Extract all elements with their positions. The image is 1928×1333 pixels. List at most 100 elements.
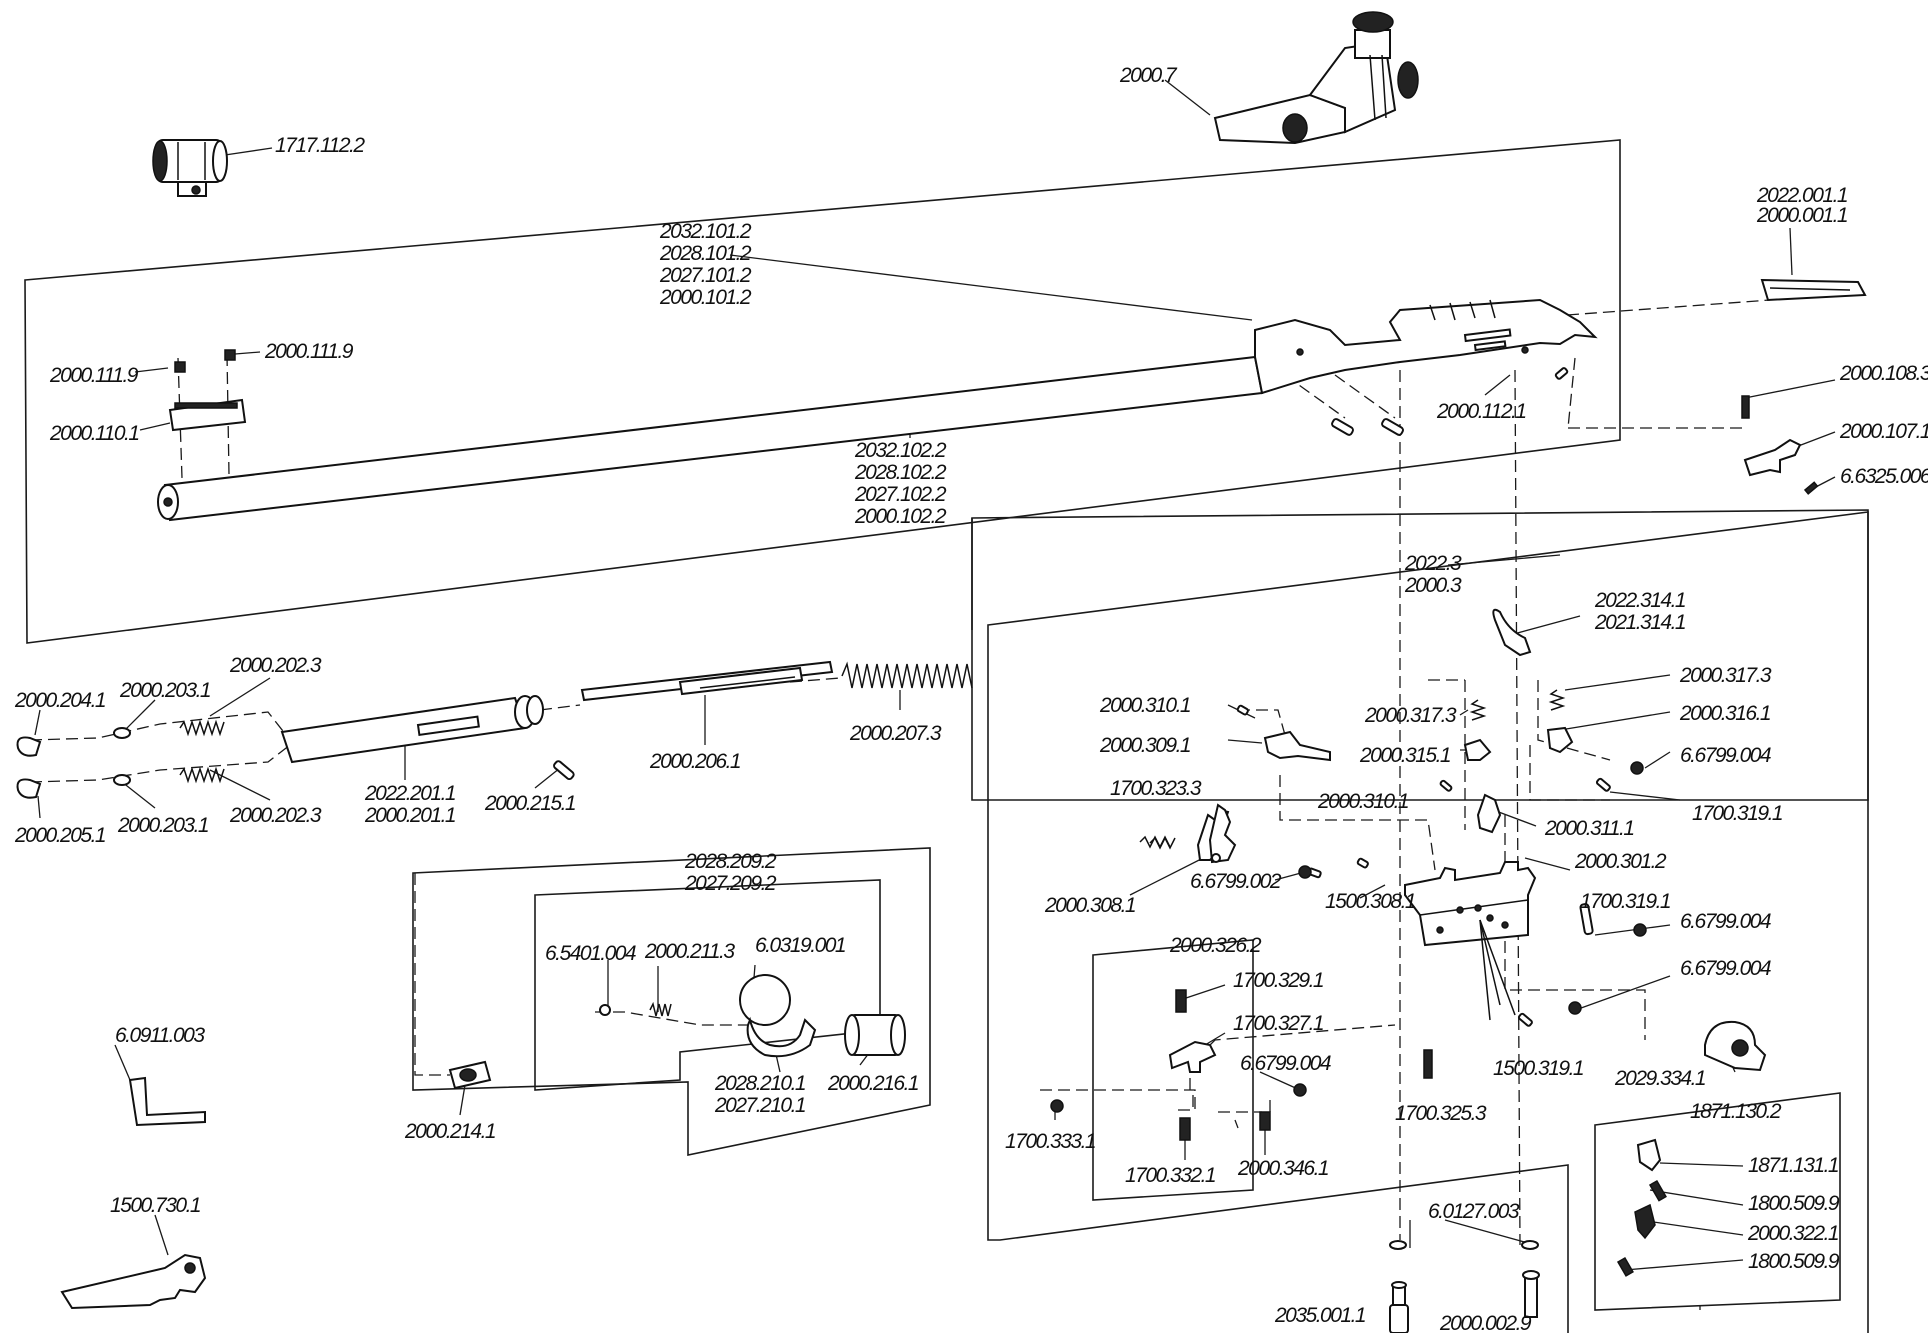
barrel-part [157,355,1264,522]
leader-lines [34,79,1836,1310]
label-spring-1: 2000.202.3 [229,654,322,677]
label-sear: 2000.309.1 [1099,734,1190,757]
safety-group-box [1594,1092,1841,1311]
label-screw-346: 2000.346.1 [1237,1157,1328,1180]
stock-screws [1389,1240,1540,1333]
label-part-322: 2000.322.1 [1747,1222,1838,1245]
label-part-316: 2000.316.1 [1679,702,1770,725]
part-labels: 2000.7 1717.112.2 2022.001.1 2000.001.1 … [14,64,1928,1333]
label-cylinder-b: 2000.201.1 [364,804,455,827]
label-hammer: 2000.308.1 [1044,894,1135,917]
label-spring-317-b: 2000.317.3 [1679,664,1772,687]
label-receiver-group-b: 2028.101.2 [659,242,752,265]
hammer-part [1149,803,1237,864]
label-trigger-group-a: 2022.3 [1404,552,1462,575]
label-loading-tap: 2000.214.1 [404,1120,495,1143]
label-lever: 2000.107.1 [1839,420,1928,443]
label-allen-key: 6.0911.003 [115,1024,205,1047]
tool-part [60,1253,207,1310]
cylinder-part [280,695,575,781]
label-ball-333: 1700.333.1 [1005,1130,1095,1153]
label-part-327: 1700.327.1 [1233,1012,1323,1035]
trigger-group-box [987,511,1869,1333]
label-screw-509-a: 1800.509.9 [1748,1192,1840,1215]
label-pin-1500-308: 1500.308.1 [1325,890,1415,913]
label-seal: 6.0319.001 [755,934,845,957]
label-part-311: 2000.311.1 [1544,817,1634,840]
main-spring-part [841,661,973,689]
label-scope-mount-b: 2000.001.1 [1756,204,1847,227]
breech-outer-box [412,847,931,1156]
label-pin-1500-319: 1500.319.1 [1493,1057,1583,1080]
receiver-group-box [24,139,1621,644]
label-trigger-group-b: 2000.3 [1404,574,1462,597]
label-tool: 1500.730.1 [110,1194,200,1217]
assembly-lines [29,299,1771,1246]
label-receiver-group-a: 2032.101.2 [659,220,752,243]
label-breech-block-a: 2028.210.1 [714,1072,805,1095]
safety-group-parts [1616,1138,1667,1277]
safety-part [1704,1020,1767,1072]
label-spring-317-a: 2000.317.3 [1364,704,1457,727]
label-pin-receiver: 2000.112.1 [1436,400,1526,423]
label-trigger-blade-a: 2022.314.1 [1594,589,1685,612]
label-pin-319-a: 1700.319.1 [1692,802,1782,825]
label-scope-mount: 2022.001.1 [1756,184,1847,207]
rear-sight-part [1213,11,1419,145]
breech-parts [448,974,906,1090]
label-breech-group-b: 2027.209.2 [684,872,777,895]
label-washer-004-c: 6.6799.004 [1680,957,1771,980]
label-trigger-blade-b: 2021.314.1 [1594,611,1685,634]
scope-mount-part [1760,278,1867,302]
small-springs [179,719,225,784]
label-washer-004-d: 6.6799.004 [1240,1052,1331,1075]
label-screw-2: 2000.111.9 [264,340,354,363]
label-safety-group: 1871.130.2 [1690,1100,1782,1123]
front-sight-part [152,139,228,197]
label-washer-002: 6.6799.002 [1190,870,1282,893]
receiver-part [1254,298,1598,395]
label-barrel-b: 2028.102.2 [854,461,947,484]
label-breech-group-a: 2028.209.2 [684,850,777,873]
label-breech-spring: 2000.211.3 [644,940,735,963]
label-barrel-c: 2027.102.2 [854,483,947,506]
label-screw-509-b: 1800.509.9 [1748,1250,1840,1273]
label-safety: 2029.334.1 [1614,1067,1705,1090]
label-pin-310-b: 2000.310.1 [1317,790,1408,813]
label-washer-004-b: 6.6799.004 [1680,910,1771,933]
adjuster-group-box [1092,939,1254,1201]
label-barrel-d: 2000.102.2 [854,505,947,528]
label-receiver-group-c: 2027.101.2 [659,264,752,287]
label-piston-rod: 2000.206.1 [649,750,740,773]
trigger-blade-part [1492,608,1532,657]
label-pin-310-a: 2000.310.1 [1099,694,1190,717]
label-stock-screw-b: 2000.002.9 [1439,1312,1532,1333]
label-spring-323: 1700.323.3 [1110,777,1202,800]
label-pin-319-b: 1700.319.1 [1580,890,1670,913]
label-spring-2: 2000.202.3 [229,804,322,827]
trigger-housing-part [1404,861,1537,1021]
label-rear-sight: 2000.7 [1119,64,1178,87]
label-clamp: 2000.110.1 [49,422,139,445]
label-cylinder-a: 2022.201.1 [364,782,455,805]
label-pin-cylinder: 2000.215.1 [484,792,575,815]
label-barrel-a: 2032.102.2 [854,439,947,462]
clamp-part [168,349,247,432]
label-stock-screw: 2035.001.1 [1274,1304,1365,1327]
label-pin-lever: 6.6325.006 [1840,465,1928,488]
label-spring-325: 1700.325.3 [1395,1102,1487,1125]
label-adjuster-group: 2000.326.2 [1169,934,1262,957]
label-ball-1: 2000.203.1 [119,679,210,702]
receiver-pins [1331,367,1569,436]
label-main-spring: 2000.207.3 [849,722,942,745]
lever-part [1741,395,1819,495]
piston-rod-part [580,660,834,702]
label-spring-top: 2000.108.3 [1839,362,1928,385]
label-ball-2: 2000.203.1 [117,814,208,837]
label-washer-pair: 6.0127.003 [1428,1200,1520,1223]
label-housing: 2000.301.2 [1574,850,1667,873]
label-sleeve: 2000.216.1 [827,1072,918,1095]
label-receiver-group-d: 2000.101.2 [659,286,752,309]
label-washer-004-a: 6.6799.004 [1680,744,1771,767]
